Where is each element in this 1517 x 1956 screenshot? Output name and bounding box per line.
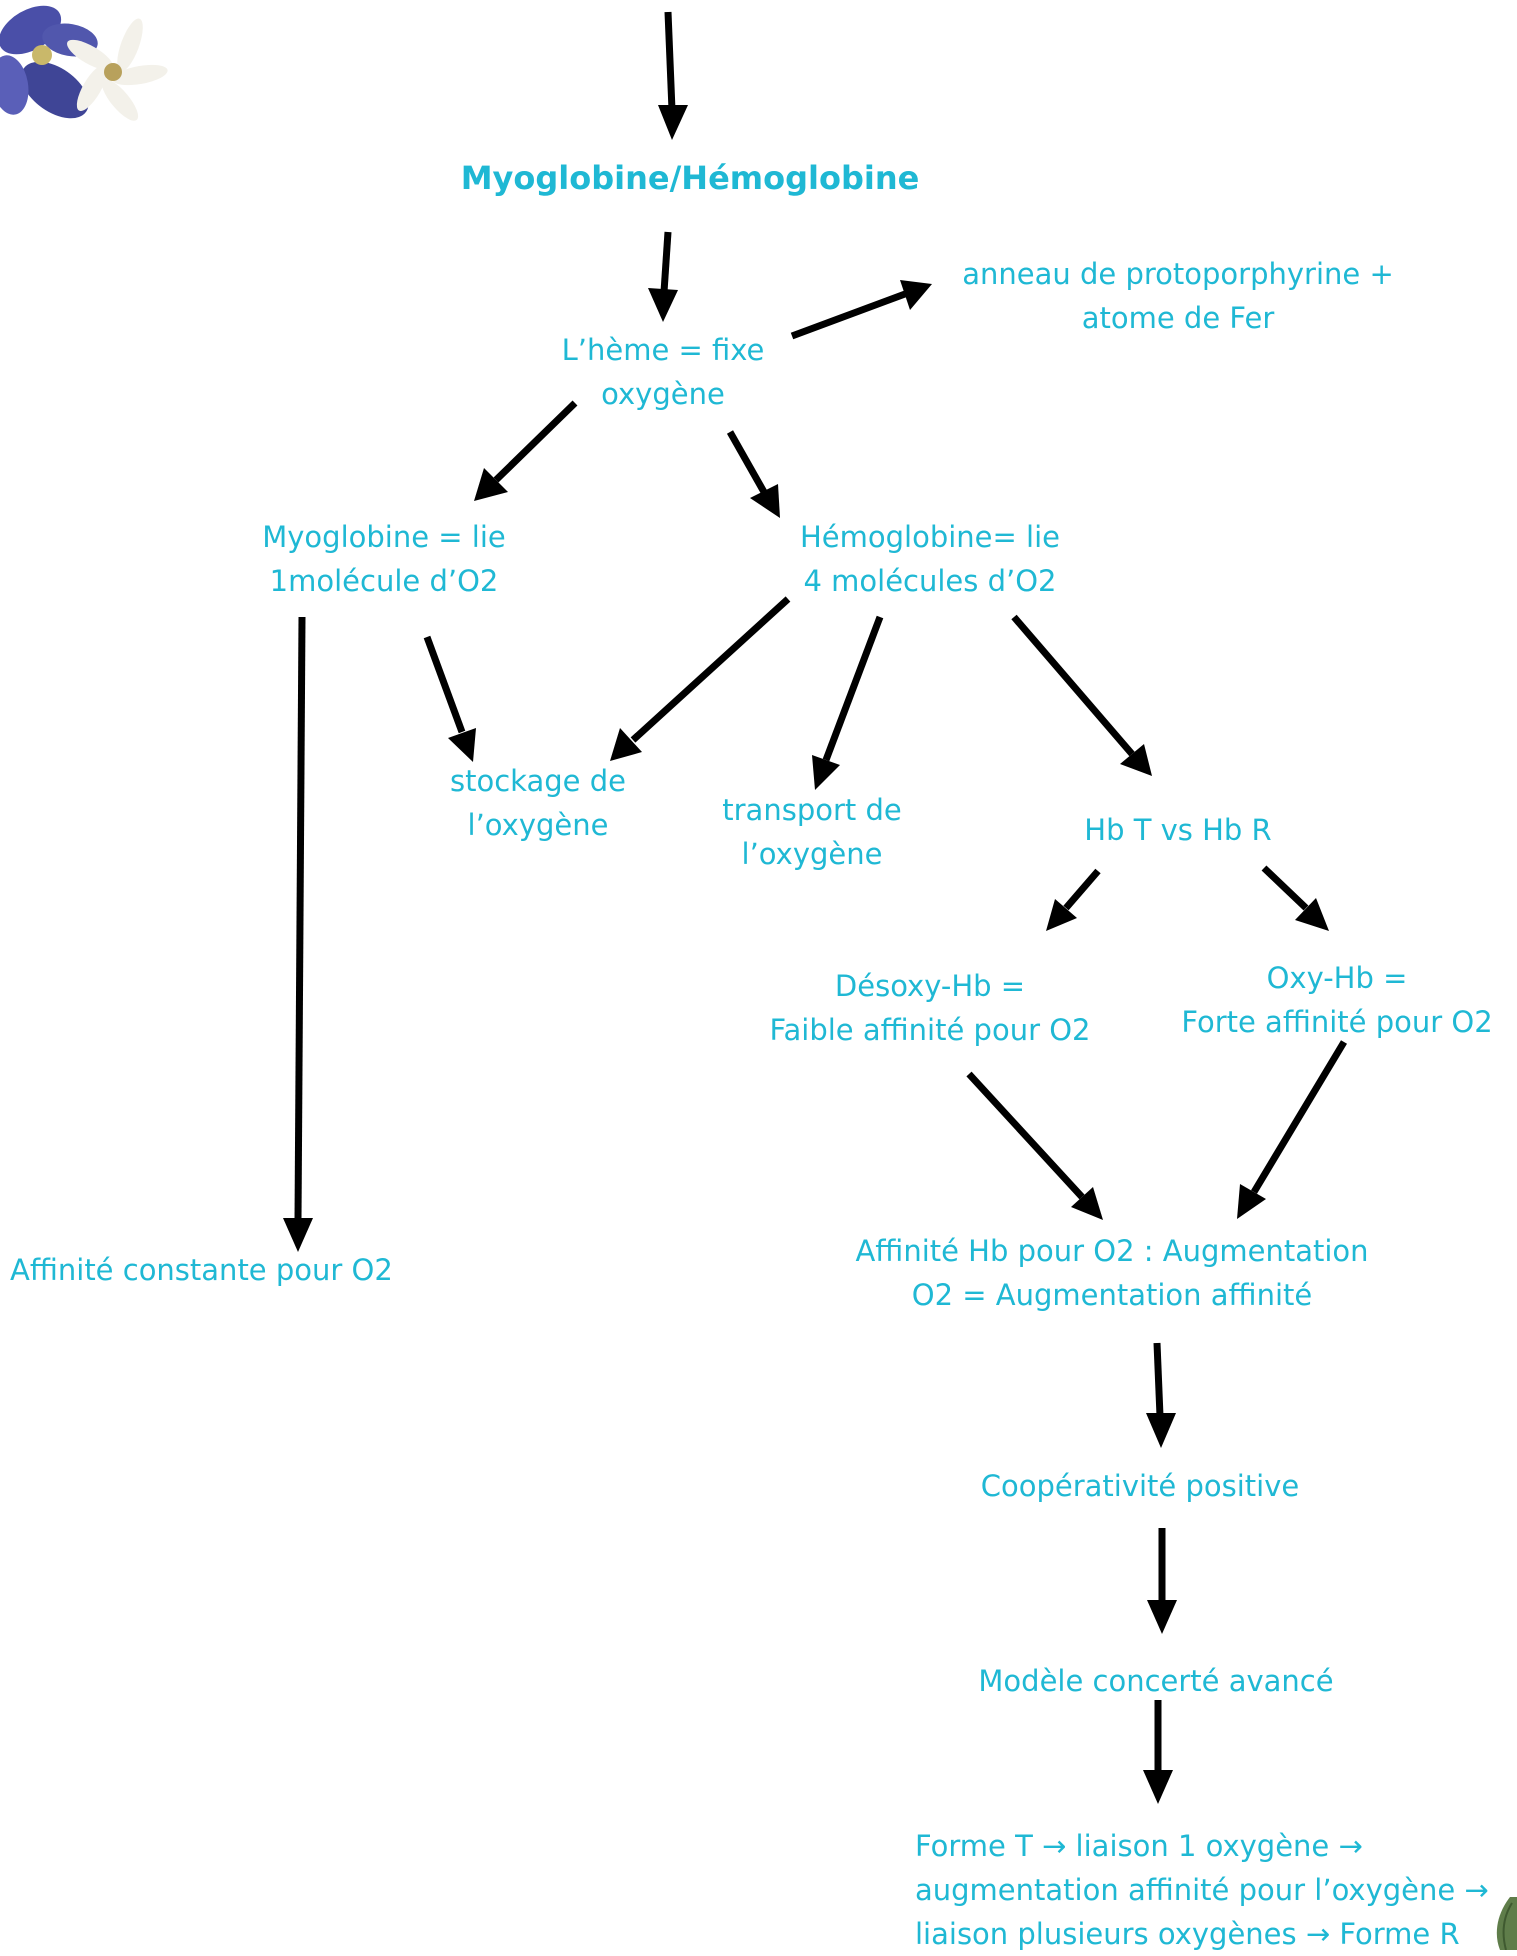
arrow-myoglobin-to-constant-affinity bbox=[283, 616, 313, 1252]
arrow-oxy-to-hb-affinity bbox=[1237, 1040, 1348, 1219]
arrow-heme-to-myoglobin bbox=[474, 400, 578, 501]
node-hemoglobin: Hémoglobine= lie 4 molécules d’O2 bbox=[799, 520, 1060, 598]
arrow-cooperativity-to-model bbox=[1147, 1528, 1177, 1634]
arrow-top-to-title bbox=[658, 11, 688, 140]
node-hb-affinity: Affinité Hb pour O2 : Augmentation O2 = … bbox=[855, 1234, 1369, 1312]
arrow-model-to-form-t bbox=[1143, 1700, 1173, 1804]
leaf-decoration bbox=[1496, 1897, 1517, 1950]
arrow-heme-to-hemoglobin bbox=[726, 430, 780, 518]
arrow-hemoglobin-to-hbt-hbr bbox=[1011, 614, 1152, 776]
arrow-myoglobin-to-storage bbox=[423, 635, 476, 762]
arrow-hb-affinity-to-cooperativity bbox=[1146, 1342, 1176, 1448]
node-desoxy: Désoxy-Hb = Faible affinité pour O2 bbox=[769, 969, 1091, 1047]
node-hbt-hbr: Hb T vs Hb R bbox=[1084, 813, 1272, 847]
node-form-t: Forme T → liaison 1 oxygène → augmentati… bbox=[915, 1829, 1489, 1951]
arrow-title-to-heme bbox=[648, 231, 678, 322]
node-oxy: Oxy-Hb = Forte affinité pour O2 bbox=[1181, 961, 1493, 1039]
arrow-hbt-hbr-to-oxy bbox=[1261, 865, 1329, 931]
node-title: Myoglobine/Hémoglobine bbox=[460, 159, 920, 197]
arrow-hemoglobin-to-transport bbox=[812, 615, 884, 790]
node-cooperativity: Coopérativité positive bbox=[980, 1469, 1300, 1503]
node-concerted-model: Modèle concerté avancé bbox=[978, 1664, 1334, 1698]
flower-decoration bbox=[0, 5, 168, 121]
node-constant-affinity: Affinité constante pour O2 bbox=[10, 1253, 393, 1287]
node-transport: transport de l’oxygène bbox=[722, 793, 902, 871]
node-myoglobin: Myoglobine = lie 1molécule d’O2 bbox=[262, 520, 506, 598]
arrow-heme-to-protoporphyrin bbox=[790, 280, 932, 340]
node-protoporphyrin: anneau de protoporphyrine + atome de Fer bbox=[962, 257, 1394, 335]
arrow-hemoglobin-to-storage bbox=[610, 596, 791, 761]
arrow-hbt-hbr-to-desoxy bbox=[1046, 868, 1101, 931]
node-heme: L’hème = fixe oxygène bbox=[561, 333, 765, 411]
arrow-desoxy-to-hb-affinity bbox=[966, 1071, 1103, 1220]
node-storage: stockage de l’oxygène bbox=[450, 764, 626, 842]
